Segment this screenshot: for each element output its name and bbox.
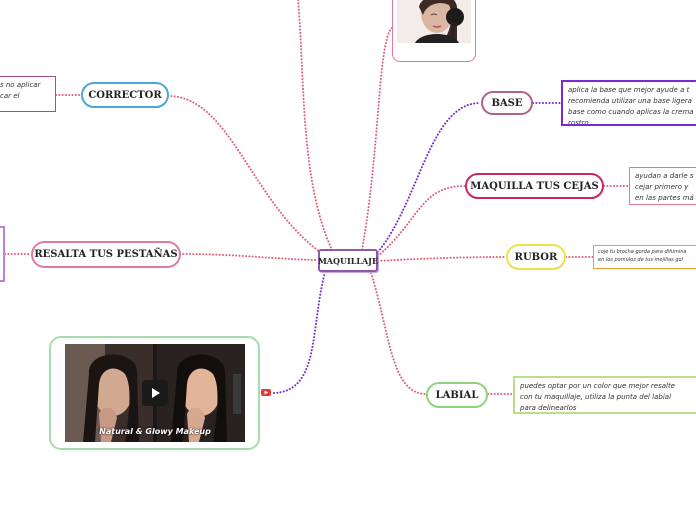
branch-base[interactable]: BASE	[481, 91, 533, 115]
branch-label: BASE	[491, 97, 523, 109]
branch-label: RUBOR	[514, 251, 558, 263]
link-video	[271, 271, 326, 394]
branch-maquilla-tus-cejas[interactable]: MAQUILLA TUS CEJAS	[465, 173, 604, 199]
note-rubor: coje tu brocha gorda para difumina en lo…	[593, 245, 696, 269]
note-cejas: ayudan a darle s cejar primero y en las …	[629, 167, 696, 205]
play-icon	[152, 388, 160, 398]
note-base: aplica la base que mejor ayude a t recom…	[561, 80, 696, 126]
central-node-label: MAQUILLAJE	[317, 255, 379, 266]
youtube-play-icon	[264, 390, 268, 395]
branch-label: LABIAL	[435, 389, 479, 401]
central-node-maquillaje[interactable]: MAQUILLAJE	[318, 249, 378, 272]
branch-label: RESALTA TUS PESTAÑAS	[34, 249, 178, 260]
video-thumbnail[interactable]: Natural & Glowy Makeup	[65, 344, 245, 442]
branch-corrector[interactable]: CORRECTOR	[81, 82, 169, 108]
branch-labial[interactable]: LABIAL	[426, 382, 488, 408]
branch-label: CORRECTOR	[88, 89, 162, 101]
youtube-icon[interactable]	[261, 389, 271, 396]
link-corrector	[167, 95, 321, 253]
branch-rubor[interactable]: RUBOR	[506, 244, 566, 270]
video-title: Natural & Glowy Makeup	[99, 427, 211, 436]
link-top	[297, 0, 333, 251]
link-pestanas	[179, 253, 319, 261]
note-labial: puedes optar por un color que mejor resa…	[513, 376, 696, 414]
link-image	[361, 27, 393, 251]
video-frame-image	[65, 344, 245, 442]
video-play-button[interactable]	[142, 380, 168, 406]
note-corrector: s no aplicar car el	[0, 76, 56, 112]
image-card[interactable]	[392, 0, 476, 62]
branch-resalta-tus-pestanas[interactable]: RESALTA TUS PESTAÑAS	[31, 241, 181, 268]
branch-label: MAQUILLA TUS CEJAS	[470, 180, 599, 192]
link-labial	[369, 269, 427, 395]
makeup-face-image	[397, 0, 471, 43]
note-pestanas	[0, 226, 5, 282]
link-rubor	[377, 256, 507, 262]
link-cejas	[377, 185, 466, 257]
link-base	[377, 102, 481, 253]
video-card[interactable]: Natural & Glowy Makeup	[49, 336, 260, 450]
